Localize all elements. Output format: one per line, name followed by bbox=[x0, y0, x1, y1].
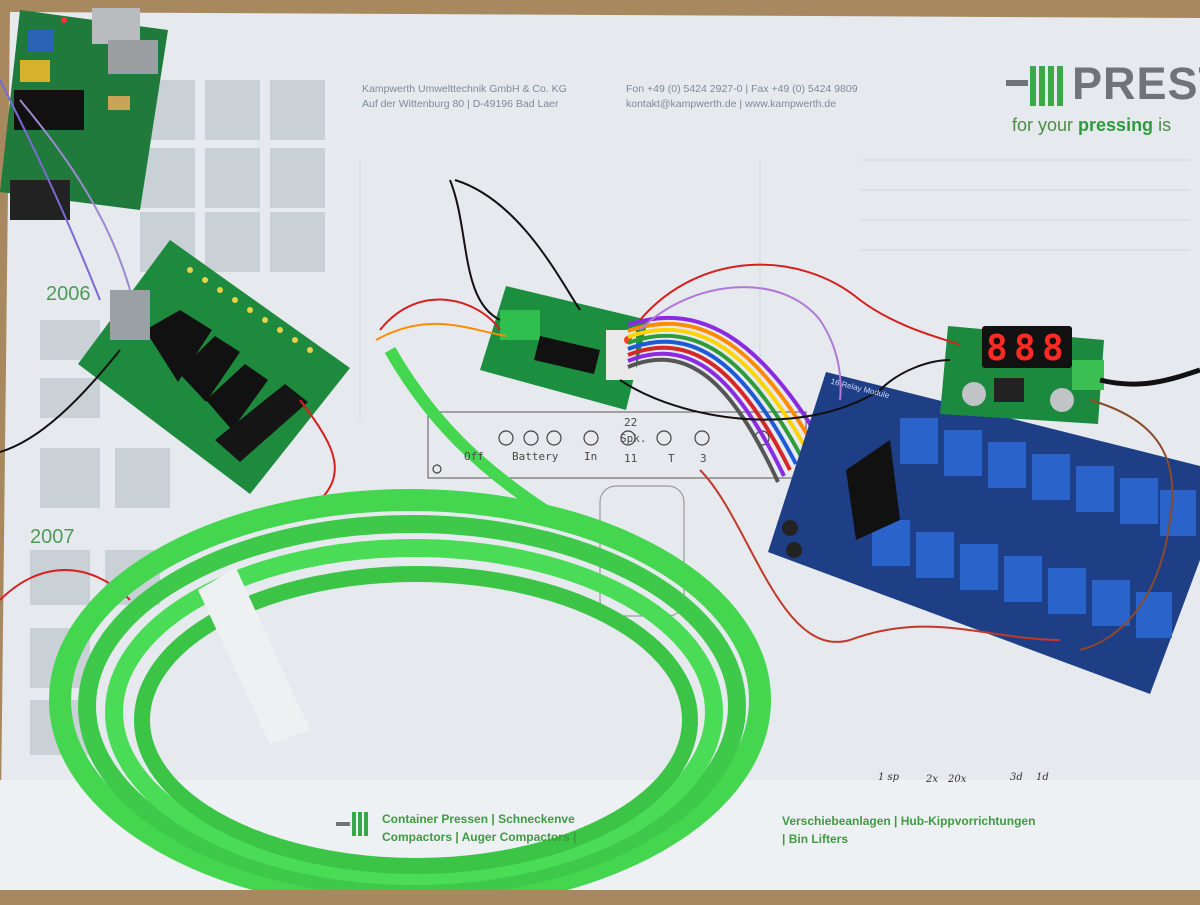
footer-logo-icon bbox=[336, 812, 368, 836]
calendar-grid bbox=[30, 80, 325, 755]
panel-handwritten-22: 22 bbox=[624, 416, 638, 429]
led-digit-2: 8 bbox=[1014, 328, 1036, 369]
tagline-suffix: is bbox=[1153, 115, 1172, 135]
led-display: 8 8 8 bbox=[982, 326, 1072, 369]
cable-tie bbox=[198, 568, 310, 744]
note-2: 2x bbox=[926, 774, 939, 785]
footer-line2-left: Compactors | Auger Compactors | bbox=[382, 830, 577, 844]
tagline-bold: pressing bbox=[1078, 115, 1154, 135]
footer-line1-left: Container Pressen | Schneckenve bbox=[382, 812, 575, 826]
company-email: kontakt@kampwerth.de | www.kampwerth.de bbox=[626, 98, 837, 110]
table-edge bbox=[0, 890, 1200, 900]
relay-module-board bbox=[768, 372, 1200, 694]
footer-line1-right: Verschiebeanlagen | Hub-Kippvorrichtunge… bbox=[782, 814, 1036, 828]
prest-logo-icon bbox=[1006, 66, 1063, 106]
tagline-prefix: for your bbox=[1012, 115, 1079, 135]
panel-label-t: T bbox=[668, 452, 675, 465]
panel-label-battery: Battery bbox=[512, 450, 559, 463]
company-address: Auf der Wittenburg 80 | D-49196 Bad Laer bbox=[362, 98, 559, 110]
panel-label-3: 3 bbox=[700, 452, 707, 465]
green-cable-coil bbox=[49, 347, 771, 905]
note-5: 1d bbox=[1036, 772, 1049, 783]
io-expander-board bbox=[78, 240, 350, 494]
ribbon-cable bbox=[627, 315, 822, 483]
note-1: 1 sp bbox=[878, 772, 900, 783]
panel-label-spk: Spk. bbox=[620, 432, 647, 445]
brand-tagline: for your pressing is bbox=[1012, 115, 1171, 136]
brand-name: PREST bbox=[1072, 58, 1200, 109]
calendar-year-bottom: 2007 bbox=[30, 526, 75, 548]
graph-lines bbox=[359, 159, 1190, 420]
raspberry-pi-board bbox=[0, 8, 168, 220]
led-digit-1: 8 bbox=[986, 328, 1008, 369]
note-4: 3d bbox=[1010, 772, 1023, 783]
jumper-wires bbox=[0, 79, 1200, 651]
calendar-year-top: 2006 bbox=[46, 283, 91, 305]
note-3: 20x bbox=[948, 774, 967, 785]
panel-label-off: Off bbox=[464, 450, 484, 463]
company-name: Kampwerth Umwelttechnik GmbH & Co. KG bbox=[362, 83, 567, 95]
company-phone: Fon +49 (0) 5424 2927-0 | Fax +49 (0) 54… bbox=[626, 83, 858, 95]
panel-label-in: In bbox=[584, 450, 598, 463]
panel-label-11: 11 bbox=[624, 452, 638, 465]
footer-line2-right: | Bin Lifters bbox=[782, 832, 849, 846]
led-digit-3: 8 bbox=[1042, 328, 1064, 369]
